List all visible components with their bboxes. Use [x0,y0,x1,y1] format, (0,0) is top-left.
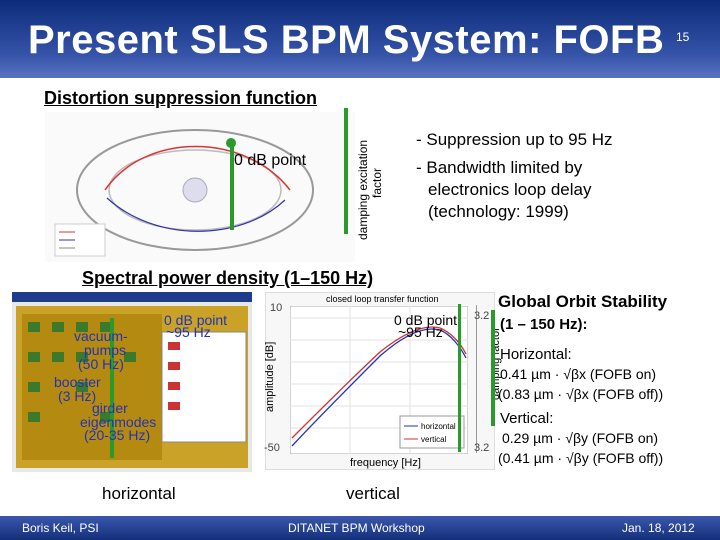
title-bar [0,0,720,78]
rtick-top: 3.2 [474,310,490,322]
global-range: (1 – 150 Hz): [500,316,588,333]
footer-bar [0,516,720,540]
left-zero-db-line [110,318,114,458]
daq-screenshot [12,292,252,472]
damping-scale [476,305,491,453]
left-95hz-label: ~95 Hz [166,324,211,340]
legend-vertical: vertical [421,435,447,444]
eigenmodes-label: eigenmodes [80,414,157,430]
plot-legend [399,415,465,449]
rtick-bottom: 3.2 [474,442,490,454]
zero-db-dot [226,138,236,148]
distortion-heading: Distortion suppression function [44,88,317,108]
bullet-bandwidth: - Bandwidth limited by [416,158,583,177]
slide-title: Present SLS BPM System: FOFB [28,18,665,62]
damping-axis-label-1: damping excitation [356,139,370,240]
horizontal-curve [291,328,467,447]
girder-label: girder [92,400,128,416]
vacuum-label: vacuum- [74,328,128,344]
horizontal-fofb-on: 0.41 µm · √βx (FOFB on) [500,366,657,382]
vertical-fofb-on: 0.29 µm · √βy (FOFB on) [502,430,659,446]
bullet-technology: (technology: 1999) [428,202,569,221]
plot-ylabel: amplitude [dB] [264,341,276,412]
left-zero-db-label: 0 dB point [164,312,228,328]
girder-range-label: (20-35 Hz) [84,427,151,443]
booster-ring [108,149,282,231]
fifty-hz-label: (50 Hz) [78,356,124,372]
right-zero-db-label: 0 dB point [394,312,458,328]
plot-xlabel: frequency [Hz] [350,457,421,469]
global-marker [491,310,495,426]
damping-axis-line [344,108,348,234]
vertical-label: vertical [346,484,400,503]
footer-event: DITANET BPM Workshop [288,521,425,535]
bullet-loop-delay: electronics loop delay [428,180,592,199]
ring-diagram [45,112,355,262]
booster-label: booster [54,374,101,390]
horizontal-fofb-off: (0.83 µm · √βx (FOFB off)) [498,386,664,402]
bullet-suppression: - Suppression up to 95 Hz [416,130,613,149]
plot-title: closed loop transfer function [326,294,439,304]
zero-db-marker [230,140,234,230]
vertical-heading: Vertical: [500,410,554,427]
slide-number: 15 [676,30,690,44]
spectral-heading: Spectral power density (1–150 Hz) [82,268,374,288]
pumps-label: pumps [84,342,127,358]
right-zero-db-line [458,304,461,452]
ytick-top: 10 [270,302,283,314]
footer-author: Boris Keil, PSI [22,521,99,535]
ring-center [182,177,208,203]
vertical-curve [291,326,467,439]
ytick-bottom: -50 [264,442,280,454]
legend-horizontal: horizontal [421,422,456,431]
damping-axis-label-2: factor [370,167,384,198]
vertical-fofb-off: (0.41 µm · √βy (FOFB off)) [498,450,664,466]
global-heading: Global Orbit Stability [498,292,668,311]
horizontal-label: horizontal [102,484,176,503]
zero-db-label: 0 dB point [234,152,307,169]
three-hz-label: (3 Hz) [58,388,97,404]
right-95hz-label: ~95 Hz [398,324,443,340]
plot-area: horizontal vertical [290,306,468,454]
horizontal-heading: Horizontal: [500,346,572,363]
footer-date: Jan. 18, 2012 [622,521,695,535]
storage-ring [76,129,314,251]
